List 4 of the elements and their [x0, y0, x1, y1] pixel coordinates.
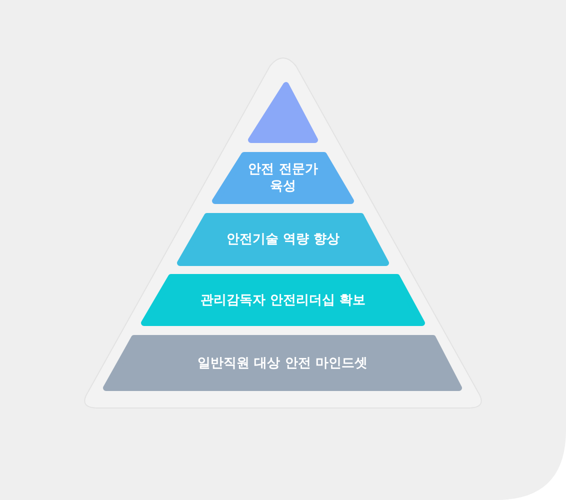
pyramid-tier: 일반직원 대상 안전 마인드셋: [103, 335, 462, 391]
pyramid-tier: 관리감독자 안전리더십 확보: [141, 274, 425, 326]
pyramid-top: [248, 82, 318, 143]
pyramid-tier: 안전기술 역량 향상: [177, 213, 389, 266]
